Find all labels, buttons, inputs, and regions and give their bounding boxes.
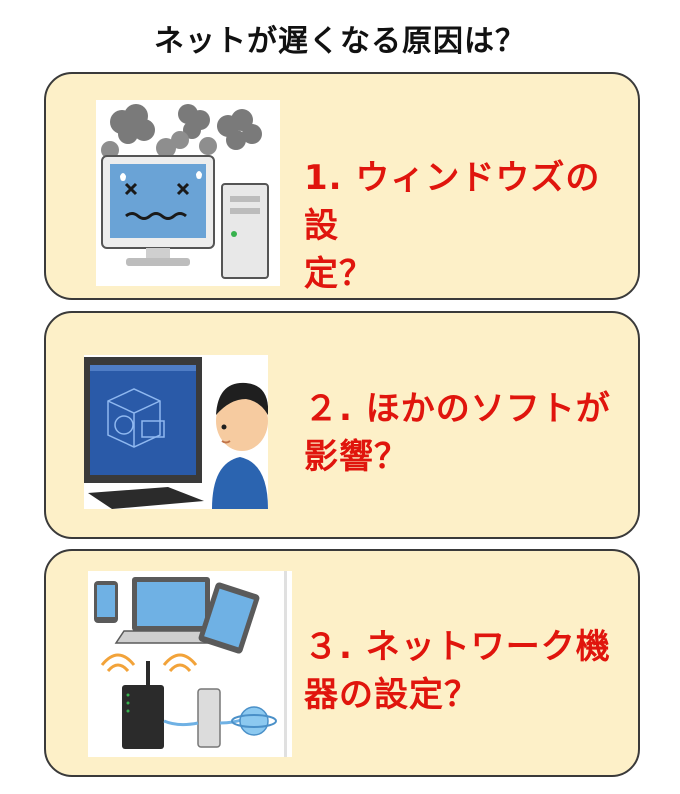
cause-card-2: ２. ほかのソフトが 影響？ bbox=[44, 311, 640, 539]
cause-label-2-line1: ２. ほかのソフトが bbox=[304, 389, 611, 429]
person-at-computer-icon bbox=[84, 355, 268, 509]
cause-label-3: ３. ネットワーク機 器の設定？ bbox=[304, 623, 634, 719]
cause-label-2-line2: 影響？ bbox=[304, 437, 409, 477]
cause-label-3-line1: ３. ネットワーク機 bbox=[304, 627, 611, 667]
network-devices-icon bbox=[88, 571, 292, 757]
cause-label-2: ２. ほかのソフトが 影響？ bbox=[304, 385, 634, 481]
cause-label-1: 1. ウィンドウズの設 定？ bbox=[304, 154, 634, 298]
cause-card-3: ３. ネットワーク機 器の設定？ bbox=[44, 549, 640, 777]
page-title: ネットが遅くなる原因は？ bbox=[154, 24, 526, 59]
cause-card-1: 1. ウィンドウズの設 定？ bbox=[44, 72, 640, 300]
cause-label-1-line2: 定？ bbox=[304, 254, 374, 294]
cause-label-1-line1: 1. ウィンドウズの設 bbox=[304, 158, 601, 246]
broken-computer-icon bbox=[96, 100, 280, 286]
cause-label-3-line2: 器の設定？ bbox=[304, 675, 479, 715]
